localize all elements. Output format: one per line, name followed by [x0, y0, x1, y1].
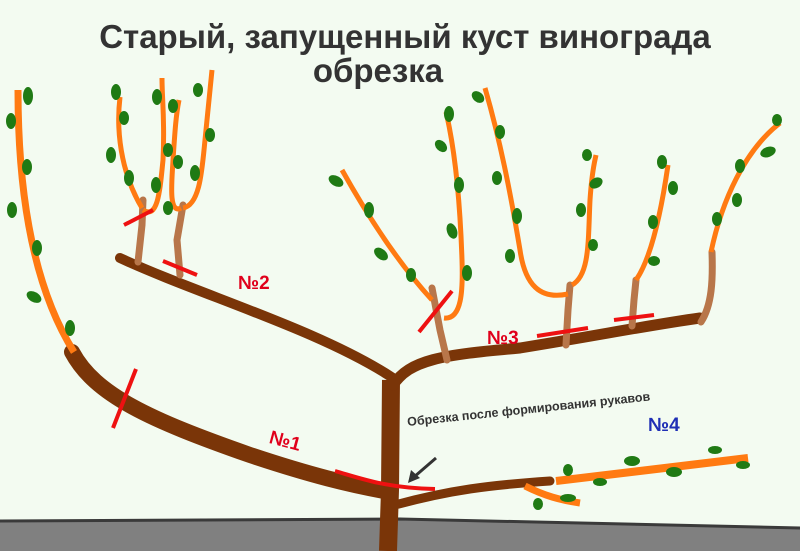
ground [0, 517, 800, 551]
cut-marks [111, 208, 655, 491]
arm-3 [339, 87, 782, 364]
arm-label-4: №4 [648, 415, 680, 436]
arm-4 [390, 454, 749, 510]
leaves [6, 83, 782, 510]
arm-2 [115, 69, 398, 383]
title-line-2: обрезка [312, 52, 444, 89]
arm-1 [14, 89, 398, 500]
arm-label-3: №3 [487, 328, 519, 349]
trunk [379, 312, 706, 551]
arm-label-2: №2 [238, 273, 270, 294]
annotation-arrow [408, 456, 437, 483]
title-line-1: Старый, запущенный куст винограда [99, 18, 711, 55]
